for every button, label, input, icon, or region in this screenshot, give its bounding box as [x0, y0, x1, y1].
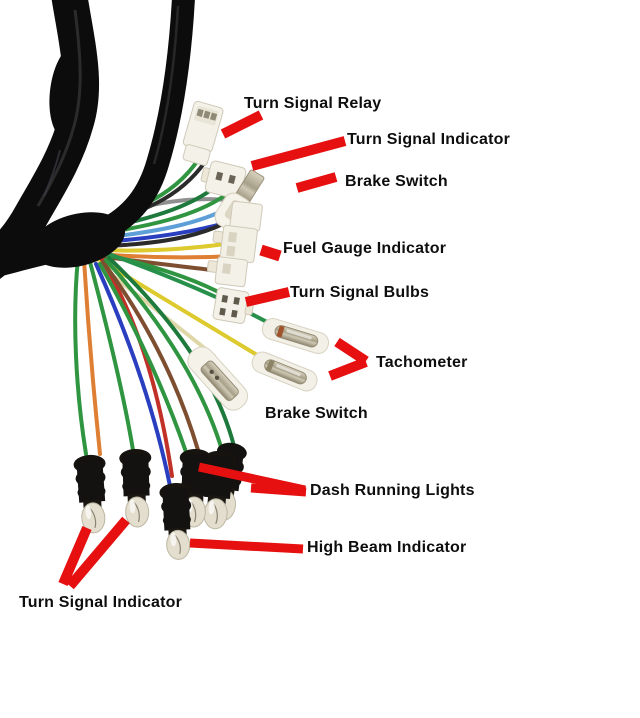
label-turn-signal-indicator-bottom: Turn Signal Indicator: [19, 594, 183, 611]
harness-exit-left: [0, 223, 109, 277]
wire: [90, 246, 280, 330]
arrow-tachometer-upper: [334, 337, 369, 366]
bulb-socket: [73, 454, 106, 534]
arrow-dash-running-lights-2: [250, 483, 307, 497]
wire: [104, 258, 224, 452]
arrow-brake-switch-top: [295, 172, 338, 193]
label-turn-signal-relay: Turn Signal Relay: [244, 95, 382, 112]
arrow-turn-signal-indicator-bottom-1: [58, 526, 92, 586]
wire: [82, 258, 102, 456]
harness-bulge: [49, 44, 95, 140]
connector-turn-signal-bulbs: [212, 287, 255, 324]
label-turn-signal-indicator-top: Turn Signal Indicator: [347, 131, 511, 148]
connector-turn-signal-relay: [182, 100, 224, 166]
arrow-tachometer-lower: [328, 357, 368, 381]
wire: [107, 256, 236, 448]
wire: [101, 260, 200, 452]
bullet-terminal-lower-left: [187, 346, 249, 411]
connector-fuel-gauge-indicator: [206, 200, 263, 288]
wire: [98, 262, 188, 454]
label-brake-switch-bottom: Brake Switch: [265, 405, 368, 422]
label-brake-switch-top: Brake Switch: [345, 173, 448, 190]
bulb-socket: [159, 482, 192, 560]
bullet-terminal-tachometer-1: [261, 317, 330, 354]
bulb-sockets: [73, 442, 247, 560]
wire: [94, 262, 172, 488]
label-turn-signal-bulbs: Turn Signal Bulbs: [290, 284, 430, 301]
arrow-turn-signal-indicator-top: [250, 136, 347, 171]
bulb-socket: [119, 448, 152, 528]
label-fuel-gauge-indicator: Fuel Gauge Indicator: [283, 240, 447, 257]
label-high-beam-indicator: High Beam Indicator: [307, 539, 467, 556]
arrow-turn-signal-bulbs: [244, 287, 291, 307]
annotation-arrows: [58, 110, 369, 590]
wire: [73, 256, 88, 456]
harness-tube-center: [92, 0, 195, 242]
bullet-terminal-tachometer-2: [251, 351, 318, 392]
arrow-turn-signal-relay: [220, 110, 264, 139]
sheath-highlight: [152, 5, 180, 165]
wire: [88, 260, 135, 452]
label-tachometer: Tachometer: [376, 354, 468, 371]
arrow-high-beam-indicator: [189, 538, 304, 554]
arrow-turn-signal-indicator-bottom-2: [66, 516, 130, 590]
harness-sheath: [0, 0, 195, 279]
label-dash-running-lights: Dash Running Lights: [310, 482, 475, 499]
sheath-highlight: [36, 9, 82, 207]
arrow-fuel-gauge-indicator: [259, 244, 282, 262]
sheath-highlight: [43, 149, 61, 197]
